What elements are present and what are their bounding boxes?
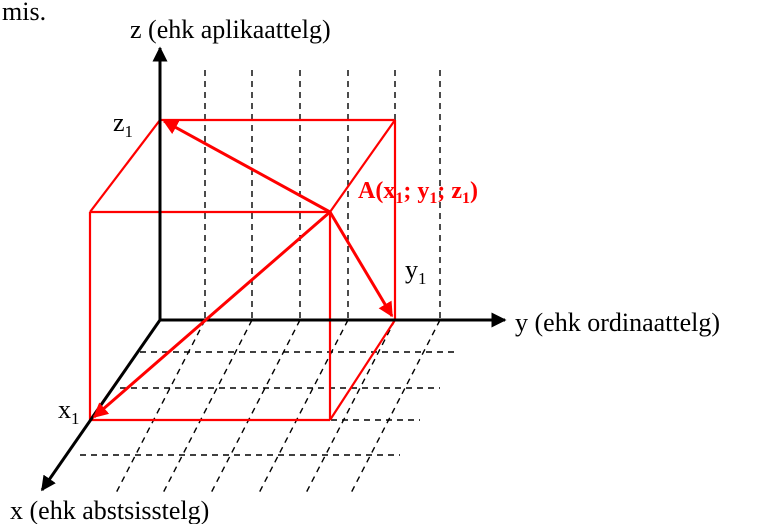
vector-to-y1 bbox=[328, 211, 394, 318]
z1-label: z1 bbox=[113, 108, 133, 141]
point-a-label: A(x1; y1; z1) bbox=[358, 178, 478, 207]
vector-to-x1 bbox=[92, 210, 331, 419]
top-text-fragment: mis. bbox=[2, 0, 46, 26]
x-axis-label: x (ehk abstsisstelg) bbox=[10, 496, 209, 524]
dashed-grid bbox=[80, 70, 455, 496]
vector-to-z1 bbox=[162, 119, 331, 214]
y1-label: y1 bbox=[405, 255, 427, 288]
y-axis-label: y (ehk ordinaattelg) bbox=[515, 308, 720, 337]
x1-label: x1 bbox=[58, 395, 80, 428]
z-axis-label: z (ehk aplikaattelg) bbox=[130, 15, 331, 44]
